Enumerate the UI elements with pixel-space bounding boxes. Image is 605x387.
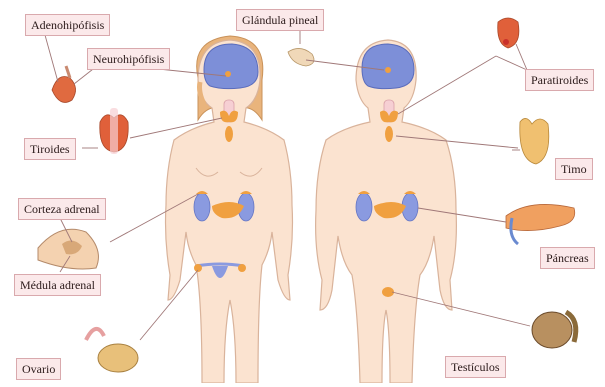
label-testiculos: Testículos: [445, 356, 506, 378]
label-paratiroides: Paratiroides: [525, 69, 594, 91]
label-medula-adrenal: Médula adrenal: [14, 274, 101, 296]
side-illustrations: [38, 18, 576, 372]
label-neurohipofisis: Neurohipófisis: [87, 48, 170, 70]
female-figure: [166, 36, 293, 383]
label-corteza-adrenal: Corteza adrenal: [18, 198, 106, 220]
label-pancreas: Páncreas: [540, 247, 595, 269]
label-ovario: Ovario: [16, 358, 61, 380]
label-adenohipofisis: Adenohipófisis: [25, 14, 110, 36]
label-timo: Timo: [555, 158, 593, 180]
label-tiroides: Tiroides: [24, 138, 76, 160]
label-glandula-pineal: Glándula pineal: [236, 9, 324, 31]
